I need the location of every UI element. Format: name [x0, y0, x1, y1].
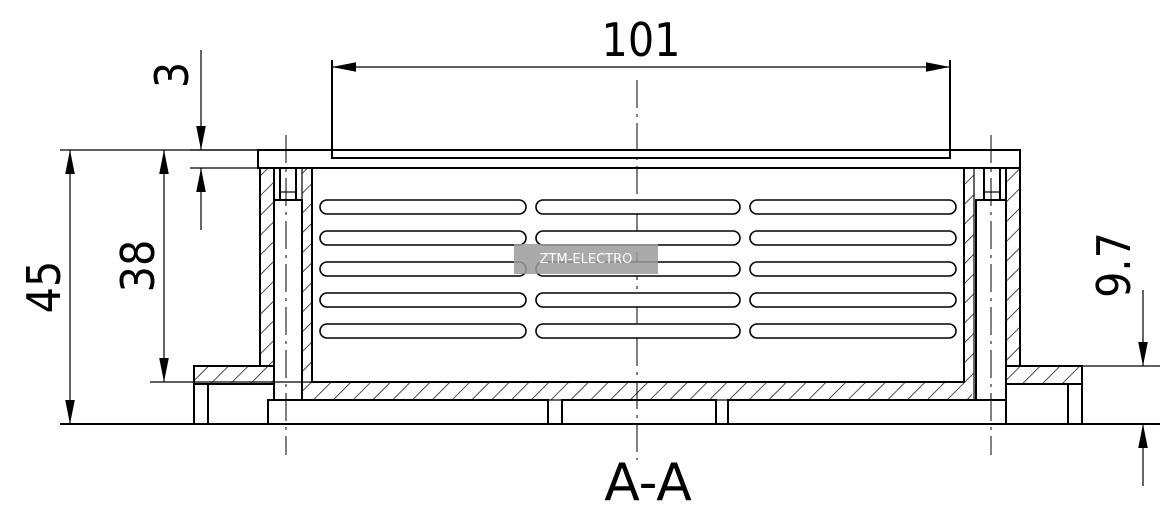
dimension-lip-thickness: 3: [145, 50, 258, 230]
section-label: A-A: [604, 453, 692, 513]
slot: [319, 230, 527, 246]
dimension-base-step: 9.7: [1082, 232, 1160, 486]
dimension-top-width: 101: [332, 13, 950, 72]
slot: [319, 292, 527, 308]
slot: [319, 199, 527, 215]
watermark: ZTM-ELECTRO: [514, 244, 658, 274]
dimension-inner-height: 38: [111, 150, 312, 383]
lip-thickness-label: 3: [145, 62, 199, 88]
slot: [319, 261, 527, 277]
slot: [535, 199, 741, 215]
slot: [749, 261, 957, 277]
right-post: [975, 167, 1007, 401]
slot: [535, 230, 741, 246]
base-step-label: 9.7: [1087, 232, 1141, 298]
inner-height-label: 38: [111, 240, 165, 293]
slot: [319, 323, 527, 339]
overall-height-label: 45: [17, 261, 71, 314]
slot: [749, 230, 957, 246]
slot: [535, 323, 741, 339]
dimension-overall-height: 45: [17, 149, 258, 424]
slot: [749, 199, 957, 215]
left-post: [273, 167, 303, 401]
slot: [535, 292, 741, 308]
slot: [749, 323, 957, 339]
top-width-label: 101: [602, 13, 681, 67]
hatched-walls: [194, 168, 1082, 400]
housing-outline: [60, 60, 1160, 425]
watermark-text: ZTM-ELECTRO: [540, 252, 633, 267]
slot: [749, 292, 957, 308]
